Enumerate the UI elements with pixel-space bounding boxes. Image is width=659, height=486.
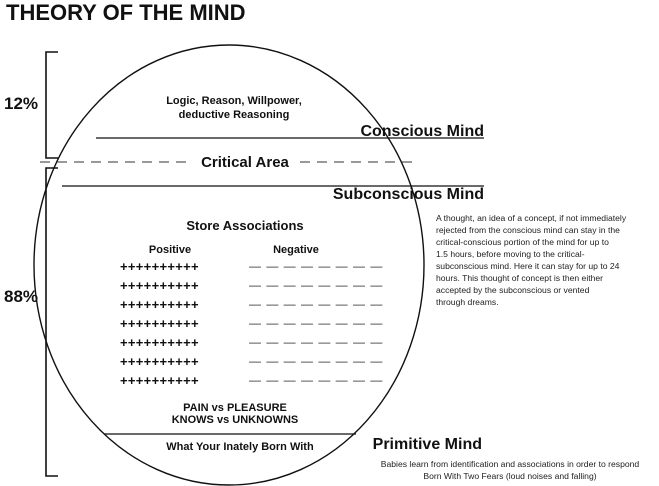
negative-row: — — — — — — — — [249,297,383,311]
negative-row: — — — — — — — — [249,316,383,330]
primitive-content-text: What Your Inately Born With [166,441,314,453]
pain-vs-pleasure-text: PAIN vs PLEASURE [183,402,287,414]
side-note-line: through dreams. [436,297,499,307]
positive-rows: ++++++++++ ++++++++++ ++++++++++ +++++++… [120,259,199,388]
knows-vs-unknowns-text: KNOWS vs UNKNOWNS [172,414,299,426]
subconscious-mind-label: Subconscious Mind [333,186,484,203]
positive-row: ++++++++++ [120,278,199,293]
bottom-note-line1: Babies learn from identification and ass… [381,459,640,469]
side-note-line: hours. This thought of concept is then e… [436,273,603,283]
conscious-content-line1: Logic, Reason, Willpower, [166,95,302,107]
percent-lower-label: 88% [4,287,38,306]
positive-column-label: Positive [149,244,191,256]
store-associations-heading: Store Associations [186,218,303,233]
positive-row: ++++++++++ [120,297,199,312]
side-note: A thought, an idea of a concept, if not … [436,213,627,307]
positive-row: ++++++++++ [120,259,199,274]
primitive-mind-label: Primitive Mind [373,436,482,453]
side-note-line: critical-conscious portion of the mind f… [436,237,609,247]
page-title: THEORY OF THE MIND [6,0,246,25]
negative-row: — — — — — — — — [249,373,383,387]
negative-column-label: Negative [273,244,319,256]
negative-row: — — — — — — — — [249,278,383,292]
bracket-lower [45,167,58,477]
bottom-note-line2: Born With Two Fears (loud noises and fal… [423,471,596,481]
negative-row: — — — — — — — — [249,335,383,349]
side-note-line: rejected from the conscious mind can sta… [436,225,620,235]
positive-row: ++++++++++ [120,373,199,388]
bracket-upper [45,51,58,159]
positive-row: ++++++++++ [120,316,199,331]
negative-row: — — — — — — — — [249,259,383,273]
conscious-mind-label: Conscious Mind [360,123,484,140]
percent-upper-label: 12% [4,94,38,113]
positive-row: ++++++++++ [120,335,199,350]
conscious-content-line2: deductive Reasoning [179,109,290,121]
side-note-line: subconscious mind. Here it can stay for … [436,261,620,271]
side-note-line: accepted by the subconscious or vented [436,285,590,295]
positive-row: ++++++++++ [120,354,199,369]
side-note-line: 1.5 hours, before moving to the critical… [436,249,585,259]
negative-row: — — — — — — — — [249,354,383,368]
negative-rows: — — — — — — — — — — — — — — — — — — — — … [249,259,383,387]
side-note-line: A thought, an idea of a concept, if not … [436,213,627,223]
critical-area-label: Critical Area [201,154,289,171]
mind-ellipse [33,44,425,486]
